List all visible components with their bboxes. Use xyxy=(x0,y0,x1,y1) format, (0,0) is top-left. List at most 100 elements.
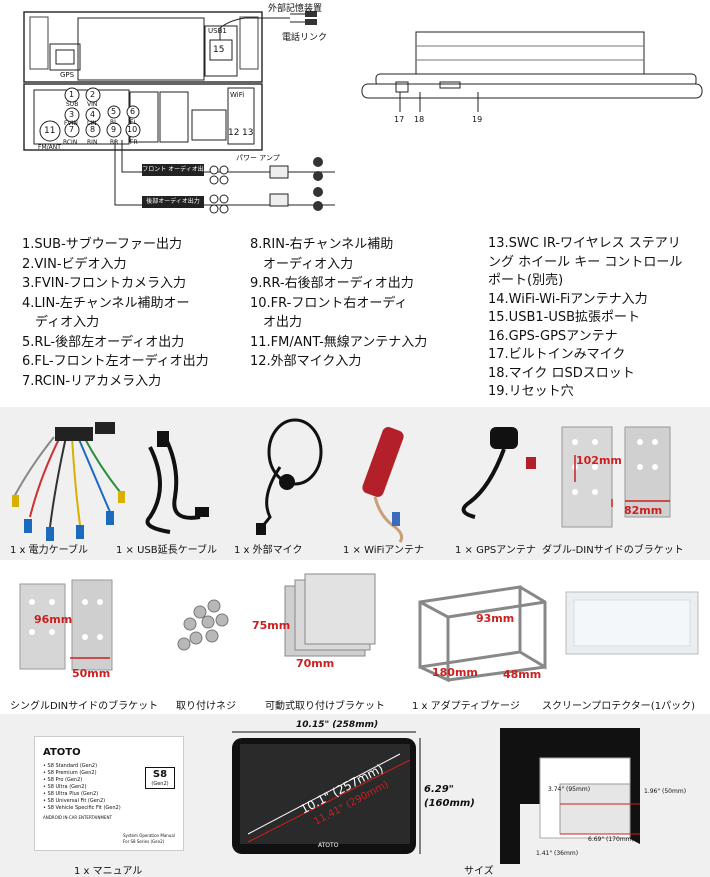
legend-item: 19.リセット穴 xyxy=(488,384,574,399)
legend-item: 1.SUB-サブウーファー出力 xyxy=(22,237,182,252)
pin-label-rr: RR xyxy=(110,139,119,146)
callout-19: 19 xyxy=(472,115,483,124)
movable-width: 70mm xyxy=(296,657,335,670)
manual-item: • S8 Pro (Gen2) xyxy=(43,777,83,783)
cage-width: 180mm xyxy=(432,666,478,679)
size-height-mm: (160mm) xyxy=(424,798,475,809)
legend-item: ポート(別売) xyxy=(488,273,564,288)
legend-item: オ出力 xyxy=(250,315,303,330)
manual-item: • S8 Standard (Gen2) xyxy=(43,763,98,769)
legend-item: 8.RIN-右チャンネル補助 xyxy=(250,237,394,252)
screen-brand: ATOTO xyxy=(318,842,339,849)
manual-item: • S8 Universal Fit (Gen2) xyxy=(43,798,106,804)
legend-item: ディオ入力 xyxy=(22,315,100,330)
caption-movable-bracket: 可動式取り付けブラケット xyxy=(265,701,385,712)
manual-item: • S8 Ultra Plus (Gen2) xyxy=(43,791,99,797)
manual-ops-sub: For S8 Series (Gen2) xyxy=(123,839,165,844)
pin-label-rin: RIN xyxy=(87,139,98,146)
caption-power-cable: 1 x 電力ケーブル xyxy=(10,545,89,556)
pin-num-7: 7 xyxy=(69,125,75,134)
legend-item: ング ホイール キー コントロール xyxy=(488,254,683,270)
accessories-row-2-art xyxy=(19,573,699,683)
legend-item: 16.GPS-GPSアンテナ xyxy=(488,328,618,344)
legend-item: 6.FL-フロント左オーディオ出力 xyxy=(22,354,209,369)
pin-num-8: 8 xyxy=(90,125,96,134)
legend-col-3: 13.SWC IR-ワイヤレス ステアリ ング ホイール キー コントロール ポ… xyxy=(488,235,682,402)
pin-num-11: 11 xyxy=(44,126,56,136)
caption-cage: 1 x アダプティブケージ xyxy=(412,701,520,712)
manual-list: • S8 Standard (Gen2) • S8 Premium (Gen2)… xyxy=(43,763,121,812)
callout-18: 18 xyxy=(414,115,425,124)
accessories-row-1-art xyxy=(12,418,671,543)
caption-double-din: ダブル-DINサイドのブラケット xyxy=(542,545,684,556)
pin-num-5: 5 xyxy=(111,107,117,116)
size-depth-374: 3.74" (95mm) xyxy=(548,786,591,793)
legend-item: 9.RR-右後部オーディオ出力 xyxy=(250,276,414,291)
size-depth-669: 6.69" (170mm) xyxy=(588,836,634,843)
manual-sub: ANDROID IN-CAR ENTERTAINMENT xyxy=(43,815,112,820)
caption-external-mic: 1 x 外部マイク xyxy=(234,545,303,556)
pin-num-1: 1 xyxy=(69,90,75,99)
legend-item: 4.LIN-左チャンネル補助オー xyxy=(22,295,190,311)
legend-item: 5.RL-後部左オーディオ出力 xyxy=(22,334,185,350)
legend-item: 2.VIN-ビデオ入力 xyxy=(22,256,127,272)
manual-brand: ATOTO xyxy=(43,747,81,758)
pin-num-10: 10 xyxy=(127,125,138,134)
manual-item: • S8 Premium (Gen2) xyxy=(43,770,97,776)
pin-num-9: 9 xyxy=(111,125,117,134)
pin-label-fmant: FM/ANT xyxy=(38,144,61,151)
rear-audio-label: 後部オーディオ出力 xyxy=(142,196,204,208)
legend-item: 7.RCIN-リアカメラ入力 xyxy=(22,373,162,389)
size-depth-196: 1.96" (50mm) xyxy=(644,788,687,795)
pin-num-2: 2 xyxy=(90,90,96,99)
accessories-row-3: ATOTO • S8 Standard (Gen2) • S8 Premium … xyxy=(0,714,710,877)
pin-label-lin: LIN xyxy=(87,120,97,127)
manual-item: • S8 Vehicle Specific Fit (Gen2) xyxy=(43,805,121,811)
legend-item: 15.USB1-USB拡張ポート xyxy=(488,310,641,325)
manual-item: • S8 Ultra (Gen2) xyxy=(43,784,87,790)
usb1-label: USB1 xyxy=(208,27,227,35)
caption-screen-protector: スクリーンプロテクター(1パック) xyxy=(542,701,695,712)
manual-model: S8 xyxy=(152,769,168,780)
pin-num-12: 12 xyxy=(228,128,240,138)
caption-screws: 取り付けネジ xyxy=(176,701,236,712)
manual-ops: System Operation Manual xyxy=(123,833,175,838)
legend-item: オーディオ入力 xyxy=(250,256,354,272)
wiring-diagram: 外部記憶装置 電話リンク USB1 15 GPS WiFi 1 2 SUB VI… xyxy=(0,0,710,225)
wiring-diagram-lines xyxy=(23,11,703,214)
manual-model-box: S8 (Gen2) xyxy=(145,767,175,789)
phone-link-label: 電話リンク xyxy=(282,33,328,43)
caption-gps-antenna: 1 × GPSアンテナ xyxy=(455,545,536,556)
caption-wifi-antenna: 1 × WiFiアンテナ xyxy=(343,545,424,556)
legend-item: 17.ビルトインみマイク xyxy=(488,347,626,362)
num15-label: 15 xyxy=(213,45,225,55)
legend-item: 3.FVIN-フロントカメラ入力 xyxy=(22,276,187,291)
pin-label-sub: SUB xyxy=(66,101,79,108)
accessories-row-1: 102mm 82mm 1 x 電力ケーブル 1 × USB延長ケーブル 1 x … xyxy=(0,407,710,560)
pin-num-6: 6 xyxy=(130,107,136,116)
pin-label-rcin: RCIN xyxy=(63,139,78,146)
legend-col-1: 1.SUB-サブウーファー出力 2.VIN-ビデオ入力 3.FVIN-フロントカ… xyxy=(22,235,209,391)
rear-audio-text: 後部オーディオ出力 xyxy=(146,198,200,205)
pin-num-4: 4 xyxy=(90,110,96,119)
manual-cover: ATOTO • S8 Standard (Gen2) • S8 Premium … xyxy=(34,736,184,851)
caption-usb-cable: 1 × USB延長ケーブル xyxy=(116,545,218,556)
gps-label: GPS xyxy=(60,71,75,79)
double-din-height: 102mm xyxy=(576,454,622,467)
callout-17: 17 xyxy=(394,115,405,124)
caption-size: サイズ xyxy=(464,866,494,877)
caption-single-din: シングルDINサイドのブラケット xyxy=(10,701,159,712)
legend-item: 14.WiFi-Wi-Fiアンテナ入力 xyxy=(488,291,648,307)
pin-label-fl: FL xyxy=(130,119,137,126)
single-din-width: 50mm xyxy=(72,667,111,680)
power-amp-label: パワー アンプ xyxy=(236,154,280,162)
front-audio-label: フロント オーディオ出力 xyxy=(142,164,204,185)
cage-depth: 48mm xyxy=(503,668,542,681)
movable-height: 75mm xyxy=(252,619,291,632)
legend-item: 10.FR-フロント右オーディ xyxy=(250,295,408,311)
front-audio-text: フロント オーディオ出力 xyxy=(142,166,204,185)
size-drawing xyxy=(232,728,640,864)
legend-item: 18.マイク ロSDスロット xyxy=(488,365,635,381)
wifi-label: WiFi xyxy=(230,91,245,99)
pin-label-fr: FR xyxy=(130,139,138,146)
